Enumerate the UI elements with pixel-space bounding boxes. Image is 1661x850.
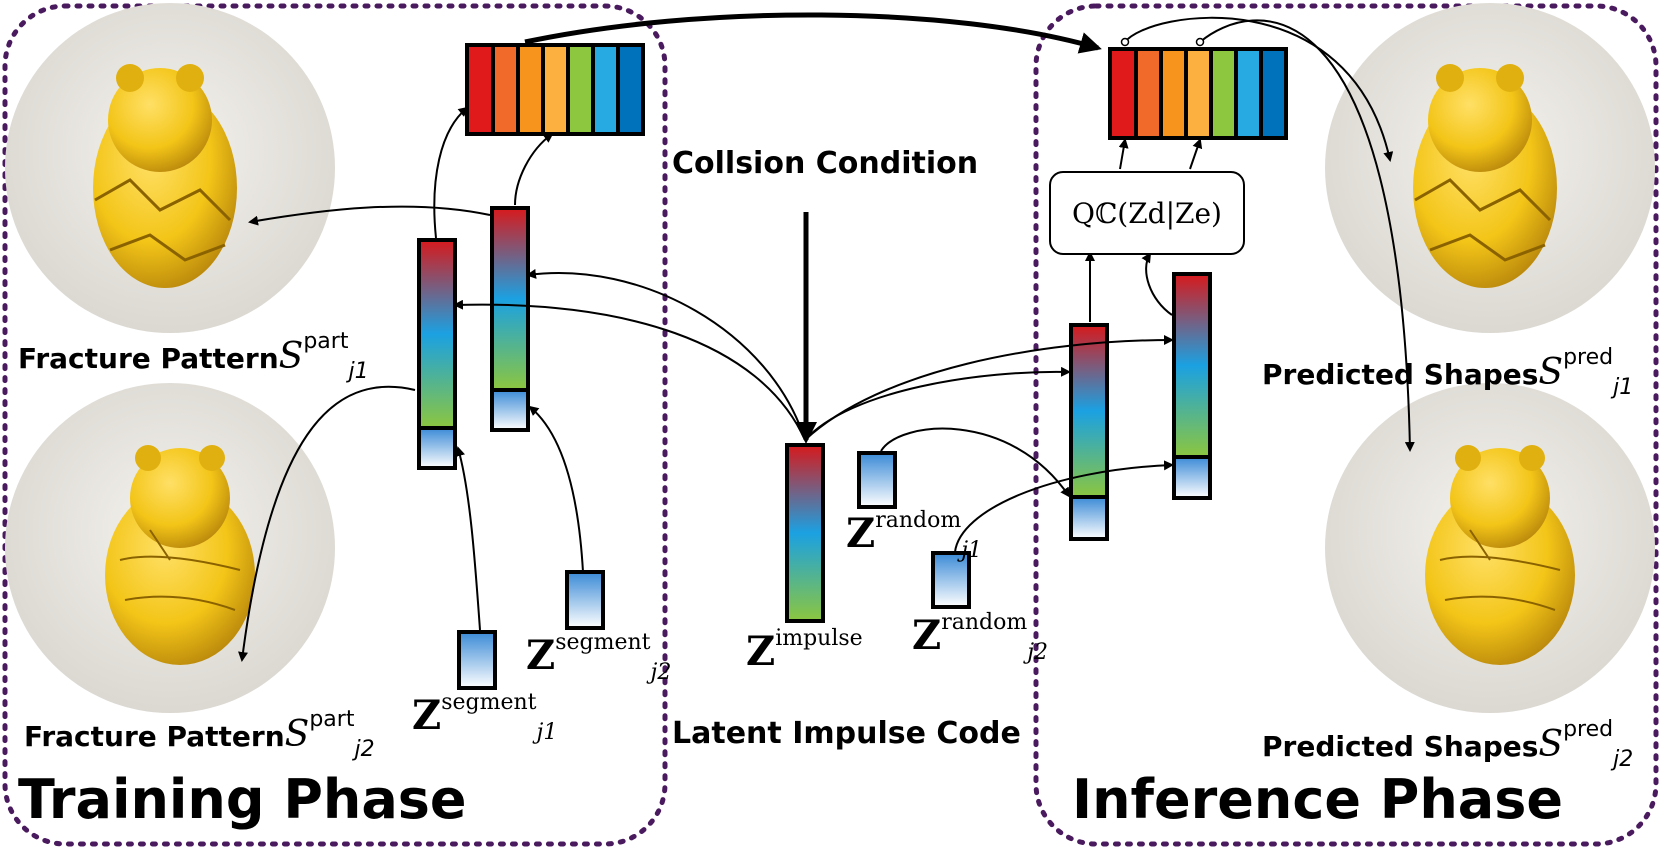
inference-latent-column-1 [1069, 323, 1109, 541]
segment-code-j2-symbol: Z [526, 632, 556, 679]
figurine-photo-cracked-2 [5, 383, 335, 713]
fracture-pattern-j1-symbol: S [278, 336, 304, 377]
inference-latent-column-2 [1172, 272, 1212, 500]
training-latent-column-2 [490, 206, 530, 432]
fracture-pattern-j2-symbol: S [284, 714, 310, 755]
predicted-shapes-j1-sup: pred [1563, 345, 1614, 370]
impulse-code-symbol: Z [746, 628, 776, 675]
figurine-photo-fractured-1 [5, 3, 335, 333]
codebook-inference [1108, 47, 1288, 140]
fracture-pattern-j1-label: Fracture PatternSpart j1 [18, 329, 369, 384]
random-code-j1-sub: j1 [961, 538, 983, 563]
inference-phase-title: Inference Phase [1072, 768, 1564, 831]
codebook-training [465, 43, 645, 136]
predicted-shapes-j2-text: Predicted Shapes [1262, 730, 1539, 763]
conditional-prior-label: Qℂ(Zd|Ze) [1072, 196, 1222, 230]
random-code-j2-symbol: Z [912, 612, 942, 659]
figurine-photo-predicted-2 [1325, 383, 1655, 713]
fracture-pattern-j2-sup: part [309, 707, 355, 732]
fracture-pattern-j2-sub: j2 [354, 737, 375, 762]
fracture-pattern-j1-sub: j1 [348, 359, 369, 384]
impulse-code-label: Zimpulse [746, 626, 863, 675]
predicted-shapes-j2-symbol: S [1538, 724, 1564, 765]
fracture-pattern-j1-sup: part [303, 329, 349, 354]
predicted-shapes-j1-text: Predicted Shapes [1262, 358, 1539, 391]
random-code-j2-label: Zrandom j2 [912, 610, 1048, 665]
random-code-j1-symbol: Z [846, 510, 876, 557]
random-code-j1-sup: random [875, 508, 962, 533]
segment-code-j2 [565, 570, 605, 630]
segment-code-j1-sup: segment [441, 690, 537, 715]
collision-condition-label: Collsion Condition [672, 146, 979, 181]
flow-arrows [238, 12, 1415, 662]
codebook-tap-2 [1195, 37, 1205, 47]
training-phase-box [2, 3, 668, 847]
conditional-prior-box: Qℂ(Zd|Ze) [1049, 171, 1245, 255]
segment-code-j2-sup: segment [555, 630, 651, 655]
predicted-shapes-j1-sub: j1 [1613, 375, 1634, 400]
inference-phase-box [1033, 3, 1659, 847]
random-code-j2-sup: random [941, 610, 1028, 635]
random-code-j2 [931, 551, 971, 609]
predicted-shapes-j2-label: Predicted ShapesSpred j2 [1262, 717, 1633, 772]
segment-code-j1-symbol: Z [412, 692, 442, 739]
predicted-shapes-j1-label: Predicted ShapesSpred j1 [1262, 345, 1633, 400]
figurine-photo-predicted-1 [1325, 3, 1655, 333]
impulse-code-sup: impulse [775, 626, 863, 651]
fracture-pattern-j2-text: Fracture Pattern [24, 720, 285, 753]
fracture-pattern-j1-text: Fracture Pattern [18, 342, 279, 375]
impulse-code-bar [785, 443, 825, 623]
segment-code-j1-sub: j1 [536, 720, 558, 745]
codebook-tap-1 [1120, 37, 1130, 47]
predicted-shapes-j1-symbol: S [1538, 352, 1564, 393]
segment-code-j2-sub: j2 [650, 660, 672, 685]
random-code-j2-sub: j2 [1027, 640, 1049, 665]
training-latent-column-1 [417, 238, 457, 470]
fracture-pattern-j2-label: Fracture PatternSpart j2 [24, 707, 375, 762]
segment-code-j1 [457, 630, 497, 690]
segment-code-j2-label: Zsegment j2 [526, 630, 671, 685]
random-code-j1 [857, 451, 897, 509]
training-phase-title: Training Phase [18, 768, 467, 831]
predicted-shapes-j2-sup: pred [1563, 717, 1614, 742]
random-code-j1-label: Zrandom j1 [846, 508, 982, 563]
latent-impulse-code-label: Latent Impulse Code [672, 716, 1021, 751]
predicted-shapes-j2-sub: j2 [1613, 747, 1634, 772]
segment-code-j1-label: Zsegment j1 [412, 690, 557, 745]
